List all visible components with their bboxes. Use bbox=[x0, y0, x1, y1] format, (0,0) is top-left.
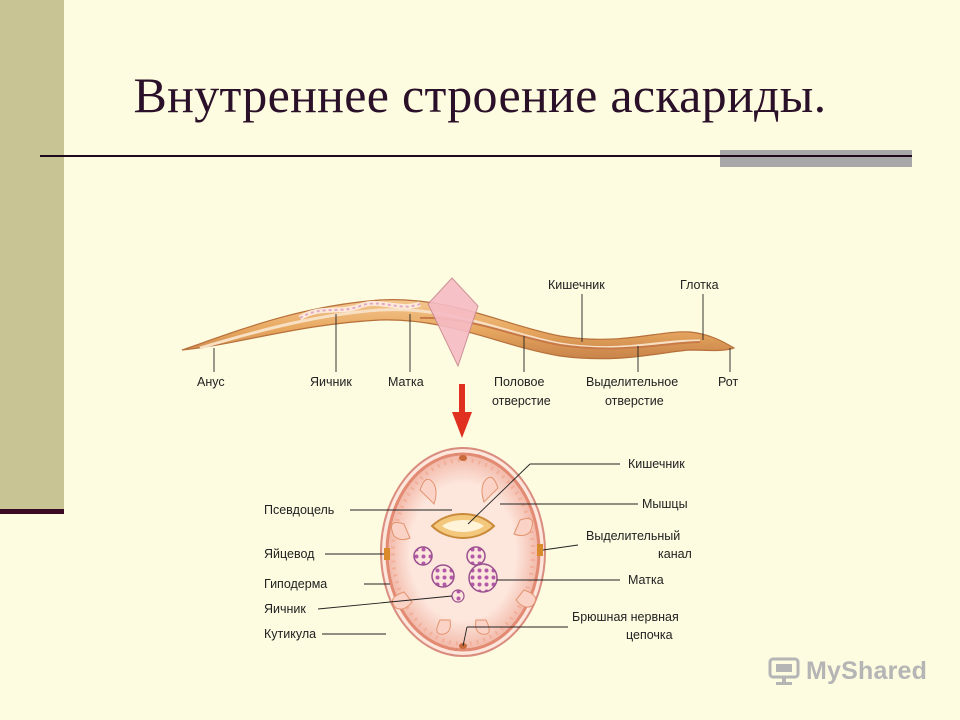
label-mouth: Рот bbox=[718, 375, 738, 389]
label-intestine: Кишечник bbox=[548, 278, 605, 292]
label-excretory-canal-1: Выделительный bbox=[586, 529, 680, 543]
label-nerve-cord-2: цепочка bbox=[626, 628, 673, 642]
label-uterus: Матка bbox=[388, 375, 424, 389]
label-cs-intestine: Кишечник bbox=[628, 457, 685, 471]
label-genital-opening-2: отверстие bbox=[492, 394, 551, 408]
slide-title: Внутреннее строение аскариды. bbox=[133, 67, 827, 123]
title-underline bbox=[40, 155, 912, 157]
cross-section bbox=[380, 447, 546, 657]
title-underline-accent bbox=[720, 150, 912, 167]
label-cuticle: Кутикула bbox=[264, 627, 316, 641]
label-nerve-cord-1: Брюшная нервная bbox=[572, 610, 679, 624]
myshared-watermark: MyShared bbox=[768, 656, 927, 686]
label-oviduct: Яйцевод bbox=[264, 547, 315, 561]
label-anus: Анус bbox=[197, 375, 225, 389]
label-ovary: Яичник bbox=[310, 375, 352, 389]
label-excretory-canal-2: канал bbox=[658, 547, 692, 561]
label-cs-ovary: Яичник bbox=[264, 602, 306, 616]
label-excretory-opening-2: отверстие bbox=[605, 394, 664, 408]
label-excretory-opening-1: Выделительное bbox=[586, 375, 678, 389]
left-accent-rule bbox=[0, 509, 64, 514]
slide-projector-icon bbox=[768, 657, 800, 685]
watermark-text: MyShared bbox=[806, 656, 928, 685]
down-arrow-icon bbox=[452, 384, 472, 438]
label-pseudocoel: Псевдоцель bbox=[264, 503, 334, 517]
section-plane bbox=[427, 277, 479, 368]
label-genital-opening-1: Половое bbox=[494, 375, 544, 389]
label-cs-uterus: Матка bbox=[628, 573, 664, 587]
label-hypodermis: Гиподерма bbox=[264, 577, 327, 591]
label-pharynx: Глотка bbox=[680, 278, 719, 292]
left-accent-bar bbox=[0, 0, 64, 512]
label-muscles: Мышцы bbox=[642, 497, 688, 511]
